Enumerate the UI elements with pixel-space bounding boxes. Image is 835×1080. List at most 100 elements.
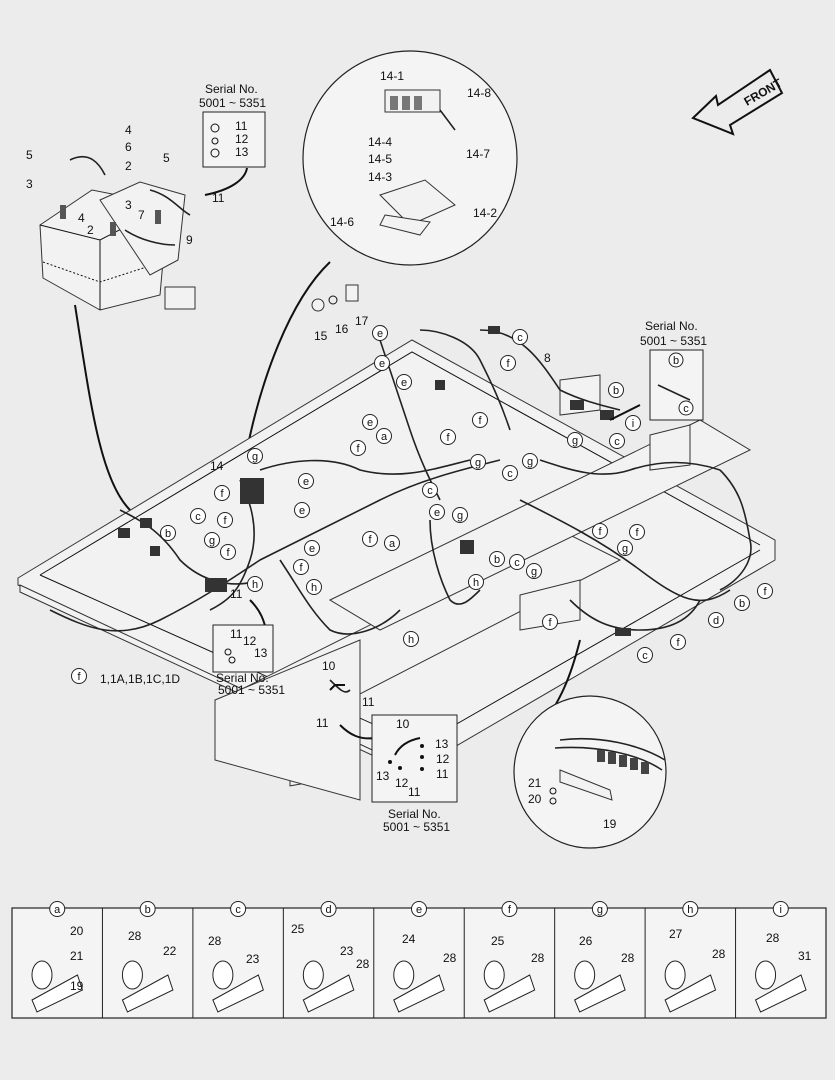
clip-icon — [31, 974, 84, 1013]
clip-legend: a202119b2822c2823d252328e2428f2528g2628h… — [11, 901, 827, 1019]
serial-range: 5001 ~ 5351 — [640, 334, 707, 348]
part-number: 28 — [531, 951, 545, 965]
callout-11b: 11 — [408, 785, 421, 799]
clip-marker-h: h — [403, 631, 419, 647]
svg-text:g: g — [531, 566, 537, 578]
clip-marker-g: g — [567, 432, 583, 448]
serial-note-right: Serial No. 5001 ~ 5351 b c — [609, 319, 707, 421]
svg-text:f: f — [226, 547, 230, 559]
clip-icon — [212, 974, 264, 1013]
clip-marker-e: e — [429, 504, 445, 520]
serial-title: Serial No. — [388, 807, 441, 821]
callout-12: 12 — [436, 752, 450, 766]
callout-16: 16 — [335, 322, 349, 336]
callout-3b: 3 — [125, 198, 132, 212]
part-number: 28 — [208, 934, 222, 948]
clip-marker-f: f — [214, 485, 230, 501]
svg-text:g: g — [457, 510, 463, 522]
clip-marker-f: f — [670, 634, 686, 650]
svg-text:f: f — [676, 637, 680, 649]
svg-text:f: f — [506, 358, 510, 370]
clip-icon — [393, 974, 445, 1013]
svg-text:e: e — [303, 476, 309, 488]
svg-text:f: f — [635, 527, 639, 539]
clip-marker-b: b — [489, 551, 505, 567]
svg-text:f: f — [356, 443, 360, 455]
clip-marker-c: c — [512, 329, 528, 345]
part-number: 23 — [340, 944, 354, 958]
svg-text:f: f — [223, 515, 227, 527]
callout-20: 20 — [528, 792, 542, 806]
callout-11: 11 — [235, 119, 248, 133]
main-callouts: 8 14 11 10 11 11 1,1A,1B,1C,1D — [100, 351, 551, 730]
part-number: 19 — [70, 979, 84, 993]
part-number: 20 — [70, 924, 84, 938]
clip-marker-f: f — [757, 583, 773, 599]
battery-switch-icon — [164, 286, 196, 310]
clip-marker-c: c — [609, 433, 625, 449]
clip-marker-c: c — [509, 554, 525, 570]
callout-9: 9 — [186, 233, 193, 247]
svg-text:g: g — [572, 435, 578, 447]
clip-icon — [664, 974, 717, 1013]
svg-text:g: g — [209, 535, 215, 547]
terminal-icon — [155, 210, 161, 224]
svg-text:i: i — [780, 904, 782, 916]
callout-14-6: 14-6 — [330, 215, 354, 229]
svg-text:a: a — [389, 538, 396, 550]
clip-marker-h: h — [306, 579, 322, 595]
svg-text:f: f — [598, 526, 602, 538]
front-arrow: FRONT — [691, 68, 785, 136]
clip-marker-e: e — [294, 502, 310, 518]
part-number: 23 — [246, 952, 260, 966]
callout-10: 10 — [322, 659, 336, 673]
callout-5: 5 — [26, 148, 33, 162]
part-number: 22 — [163, 944, 177, 958]
svg-text:h: h — [252, 579, 258, 591]
part-number: 28 — [712, 947, 726, 961]
svg-text:d: d — [325, 904, 331, 916]
callout-19: 19 — [603, 817, 617, 831]
svg-text:c: c — [642, 650, 648, 662]
callout-4b: 4 — [78, 211, 85, 225]
callout-14-8: 14-8 — [467, 86, 491, 100]
clip-marker-f: f — [592, 523, 608, 539]
callout-11: 11 — [230, 587, 243, 601]
svg-text:h: h — [687, 904, 693, 916]
callout-15: 15 — [314, 329, 328, 343]
mount-group: 15 16 17 — [311, 284, 369, 343]
svg-text:h: h — [408, 634, 414, 646]
svg-text:e: e — [367, 417, 373, 429]
serial-note-top: Serial No. 5001 ~ 5351 11 12 13 — [199, 82, 266, 196]
clip-marker-e: e — [372, 325, 388, 341]
part-number: 31 — [798, 949, 812, 963]
callout-11b: 11 — [362, 695, 375, 709]
clip-marker-f: f — [350, 440, 366, 456]
svg-text:c: c — [514, 557, 520, 569]
harness-wires — [49, 326, 752, 740]
clip-marker-e: e — [298, 473, 314, 489]
clip-marker-e: e — [304, 540, 320, 556]
part-number: 28 — [443, 951, 457, 965]
callout-8: 8 — [544, 351, 551, 365]
callout-13b: 13 — [376, 769, 390, 783]
callout-13: 13 — [235, 145, 249, 159]
clip-marker-f: f — [542, 614, 558, 630]
svg-text:b: b — [165, 528, 171, 540]
callout-2: 2 — [125, 159, 132, 173]
clip-marker-c: c — [190, 508, 206, 524]
svg-text:a: a — [54, 904, 61, 916]
callout-7: 7 — [138, 208, 145, 222]
svg-text:g: g — [597, 904, 603, 916]
svg-text:c: c — [683, 403, 689, 415]
clip-marker-c: c — [502, 465, 518, 481]
part-number: 28 — [766, 931, 780, 945]
legend-cell-i: i 28 31 — [754, 901, 812, 1013]
part-number: 25 — [291, 922, 305, 936]
serial-note-mid: 11 12 13 Serial No. 5001 ~ 5351 — [212, 624, 285, 697]
